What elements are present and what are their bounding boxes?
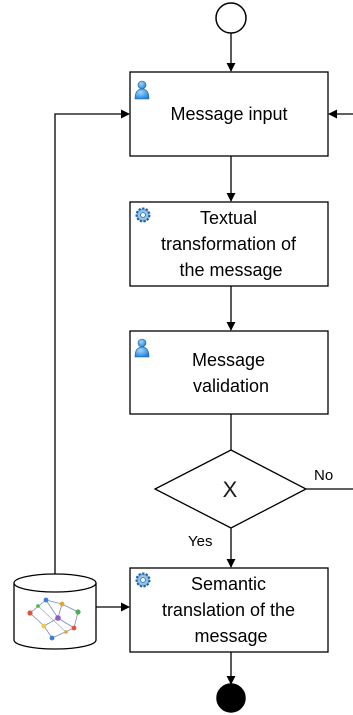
label-line: message [194,626,267,646]
label-line: the message [179,260,282,280]
task-textual-transformation-label: Textual transformation of the message [161,208,301,280]
task-textual-transformation: Textual transformation of the message [129,201,329,287]
task-message-validation-label: Message validation [192,350,270,396]
end-event [216,683,246,713]
exclusive-gateway: X [153,449,308,529]
no-branch-label: No [314,467,333,484]
label-line: Message [192,350,265,370]
task-message-input-label: Message input [170,104,287,124]
label-line: transformation of [161,234,297,254]
task-message-validation: Message validation [129,330,329,415]
gateway-label: X [223,477,238,502]
flow-store-to-input [54,109,130,574]
yes-branch-label: Yes [188,533,212,550]
label-line: Textual [200,208,257,228]
network-graph-icon [27,597,81,641]
task-message-input: Message input [129,71,329,157]
data-store [13,573,97,650]
label-line: Semantic [191,574,266,594]
label-line: translation of the [162,600,295,620]
service-task-icon [135,572,151,588]
service-task-icon [135,207,151,223]
user-task-icon [134,338,150,358]
label-line: validation [193,376,269,396]
task-semantic-translation-label: Semantic translation of the message [162,574,300,646]
user-task-icon [134,80,150,100]
start-event [215,2,247,34]
task-semantic-translation: Semantic translation of the message [129,567,329,653]
